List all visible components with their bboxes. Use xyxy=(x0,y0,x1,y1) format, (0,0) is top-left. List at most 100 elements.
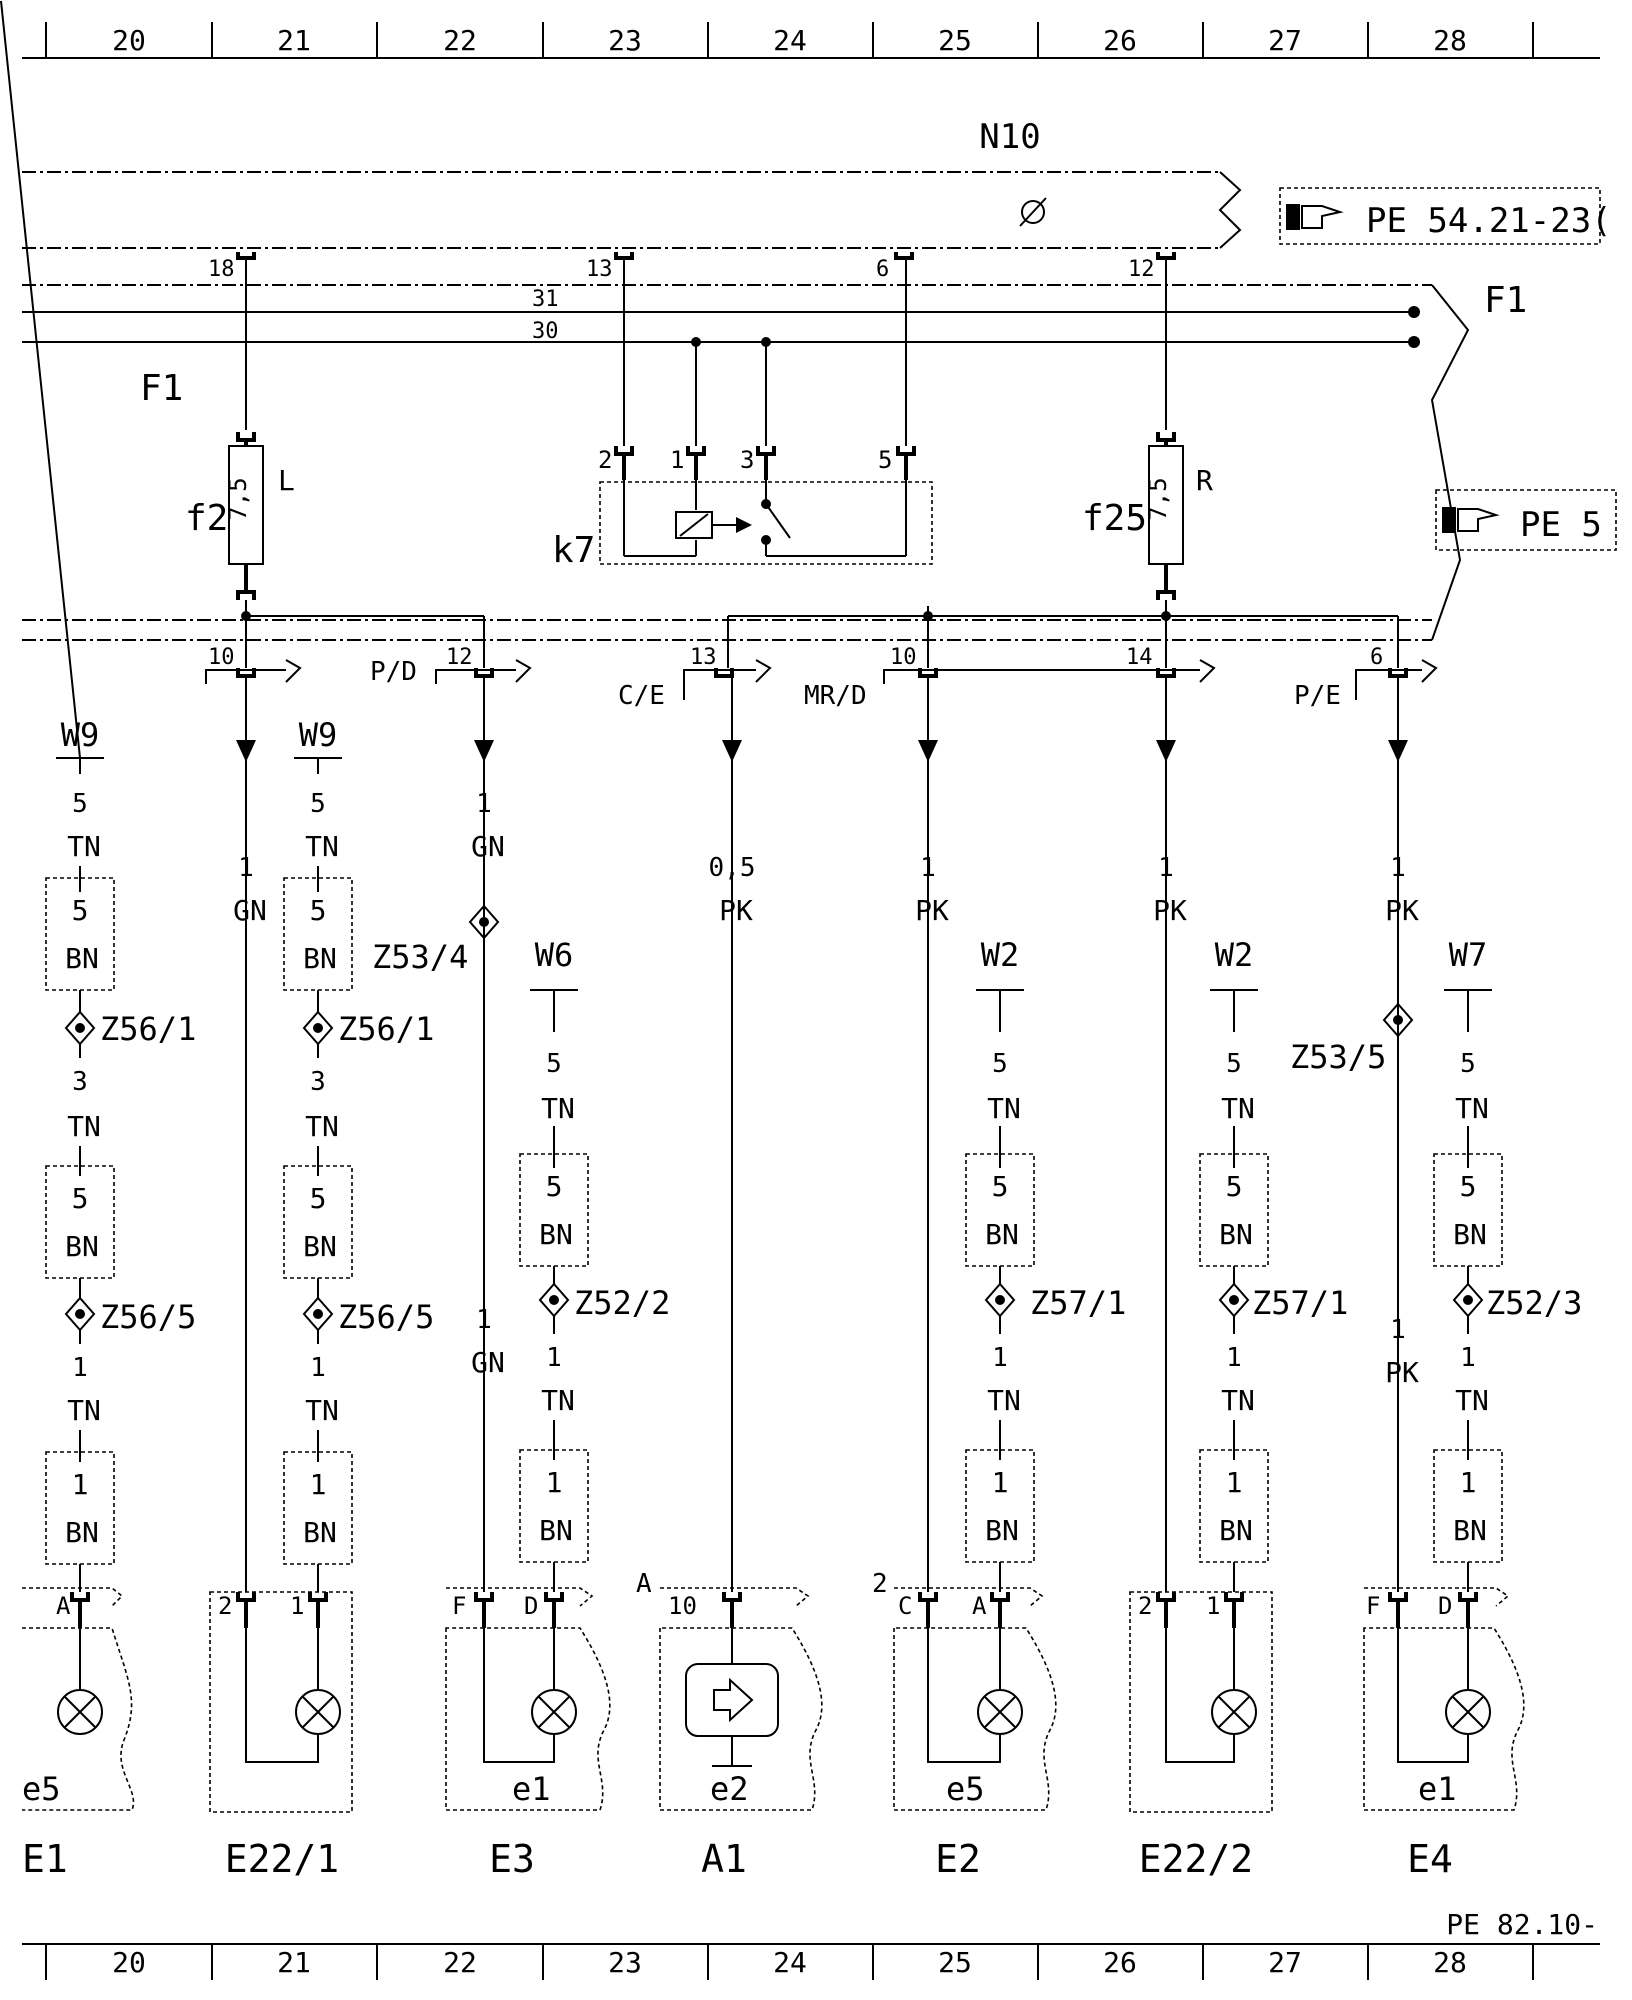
block-color: BN xyxy=(1453,1514,1487,1547)
block-size: 1 xyxy=(310,1468,327,1501)
fuse-value: 7,5 xyxy=(224,477,252,520)
fuse-id: f2 xyxy=(185,498,228,539)
wire-color: PK xyxy=(1385,894,1419,927)
component-e4: F D e1 E4 xyxy=(1363,1587,1525,1881)
wire-color: TN xyxy=(67,1110,101,1143)
fuse-f2: 7,5 f2 L xyxy=(185,440,295,592)
bus-31-label: 31 xyxy=(532,287,559,312)
connector-label: MR/D xyxy=(804,681,867,711)
splice-label: Z52/2 xyxy=(574,1284,670,1322)
corner-label: 2 xyxy=(872,1569,888,1599)
relay-pin: 5 xyxy=(878,446,892,474)
block-color: BN xyxy=(65,1516,99,1549)
grid-col-25: 25 xyxy=(938,1946,972,1979)
grid-col-27: 27 xyxy=(1268,1946,1302,1979)
grid-col-21: 21 xyxy=(277,1946,311,1979)
top-grid: 20 21 22 23 24 25 26 27 28 xyxy=(22,22,1600,59)
splice-label: Z56/1 xyxy=(100,1010,196,1048)
connector-label: P/D xyxy=(370,657,417,687)
block-color: BN xyxy=(985,1218,1019,1251)
fusebox-label-right: F1 xyxy=(1484,280,1527,321)
block-color: BN xyxy=(303,1230,337,1263)
arrow-down-icon xyxy=(236,740,256,762)
wire-size: 5 xyxy=(992,1049,1008,1079)
block-size: 5 xyxy=(1226,1170,1243,1203)
fuse-side: R xyxy=(1196,464,1213,497)
ground-chain-w9-a: W9 5 TN 5 BN Z56/1 3 TN 5 BN Z56/5 1 TN … xyxy=(0,0,196,1592)
splice-label: Z53/5 xyxy=(1290,1038,1386,1076)
wire-color: GN xyxy=(471,1346,505,1379)
fusebox-f1: 31 30 F1 F1 PE 5 7,5 f2 L xyxy=(22,258,1617,668)
wire-size: 1 xyxy=(476,789,492,819)
relay-pin: 3 xyxy=(740,446,754,474)
component-e22-1: 2 1 E22/1 xyxy=(209,1591,353,1881)
block-size: 5 xyxy=(992,1170,1009,1203)
fuse-f25: 7,5 f25 R xyxy=(1082,440,1213,592)
block-size: 5 xyxy=(546,1170,563,1203)
module-pin-12: 12 xyxy=(1128,252,1176,282)
block-color: BN xyxy=(539,1218,573,1251)
component-name: E1 xyxy=(22,1837,68,1881)
component-sub: e1 xyxy=(1418,1770,1457,1808)
reference-text-1: PE 54.21-23( xyxy=(1366,201,1612,241)
connector-col22: 12 P/D xyxy=(370,645,532,687)
ground-label: W6 xyxy=(535,936,574,974)
pin-label: F xyxy=(452,1592,466,1620)
ground-chain-w6: W6 5 TN 5 BN Z52/2 1 TN 1 BN xyxy=(519,936,670,1592)
pin-label: 1 xyxy=(1206,1592,1220,1620)
bottom-grid: PE 82.10- 20 21 22 23 24 25 26 27 28 xyxy=(22,1908,1600,1980)
grid-col-20: 20 xyxy=(112,1946,146,1979)
component-name: E4 xyxy=(1407,1837,1453,1881)
ground-chain-w2-a: W2 5 TN 5 BN Z57/1 1 TN 1 BN xyxy=(965,936,1126,1592)
output-connectors: 10 12 P/D 13 C/E 10 MR/D 14 xyxy=(205,645,1438,711)
grid-col-26: 26 xyxy=(1103,1946,1137,1979)
bus-30-label: 30 xyxy=(532,319,559,344)
wire-color: PK xyxy=(915,894,949,927)
ground-label: W9 xyxy=(299,716,338,754)
wire-size: 1 xyxy=(238,853,254,883)
pin-label: 13 xyxy=(586,257,613,282)
connector-col23: 13 C/E xyxy=(618,645,772,711)
block-color: BN xyxy=(303,942,337,975)
pin-label: D xyxy=(1438,1592,1452,1620)
block-size: 5 xyxy=(72,894,89,927)
connector-col27: 6 P/E xyxy=(1294,645,1438,711)
component-sub: e2 xyxy=(710,1770,749,1808)
pin-label: 10 xyxy=(668,1592,697,1620)
component-name: E22/1 xyxy=(225,1837,339,1881)
block-size: 1 xyxy=(1460,1466,1477,1499)
wire-size: 1 xyxy=(1390,1315,1406,1345)
relay-pin: 1 xyxy=(670,446,684,474)
reference-text-2: PE 5 xyxy=(1520,505,1602,545)
block-color: BN xyxy=(539,1514,573,1547)
grid-col-24: 24 xyxy=(773,24,807,57)
pin-label: A xyxy=(56,1592,71,1620)
block-color: BN xyxy=(303,1516,337,1549)
component-name: E3 xyxy=(489,1837,535,1881)
pin-label: 18 xyxy=(208,257,235,282)
grid-col-20: 20 xyxy=(112,24,146,57)
wire-runs: 1 GN 1 GN Z53/4 1 GN 0,5 PK 1 PK 1 PK 1 xyxy=(233,676,1419,1592)
component-e1: A e5 E1 xyxy=(22,1587,135,1881)
splice-z53-4: Z53/4 xyxy=(372,904,500,976)
component-sub: e5 xyxy=(946,1770,985,1808)
pin-label: 12 xyxy=(1128,257,1155,282)
grid-col-23: 23 xyxy=(608,24,642,57)
pointing-hand-icon xyxy=(1286,204,1344,230)
connector-pin: 6 xyxy=(1370,645,1383,670)
lamp-icon xyxy=(977,1689,1023,1735)
module-pin-13: 13 xyxy=(586,252,634,282)
connector-pin: 10 xyxy=(890,645,917,670)
grid-col-25: 25 xyxy=(938,24,972,57)
wire-size: 1 xyxy=(920,853,936,883)
connector-col21: 10 xyxy=(205,645,302,684)
wire-size: 3 xyxy=(72,1067,88,1097)
arrow-down-icon xyxy=(918,740,938,762)
wire-size: 5 xyxy=(72,789,88,819)
wire-size: 1 xyxy=(1390,853,1406,883)
block-color: BN xyxy=(1219,1514,1253,1547)
wire-color: PK xyxy=(1153,894,1187,927)
fuse-id: f25 xyxy=(1082,498,1147,539)
splice-label: Z56/5 xyxy=(100,1298,196,1336)
